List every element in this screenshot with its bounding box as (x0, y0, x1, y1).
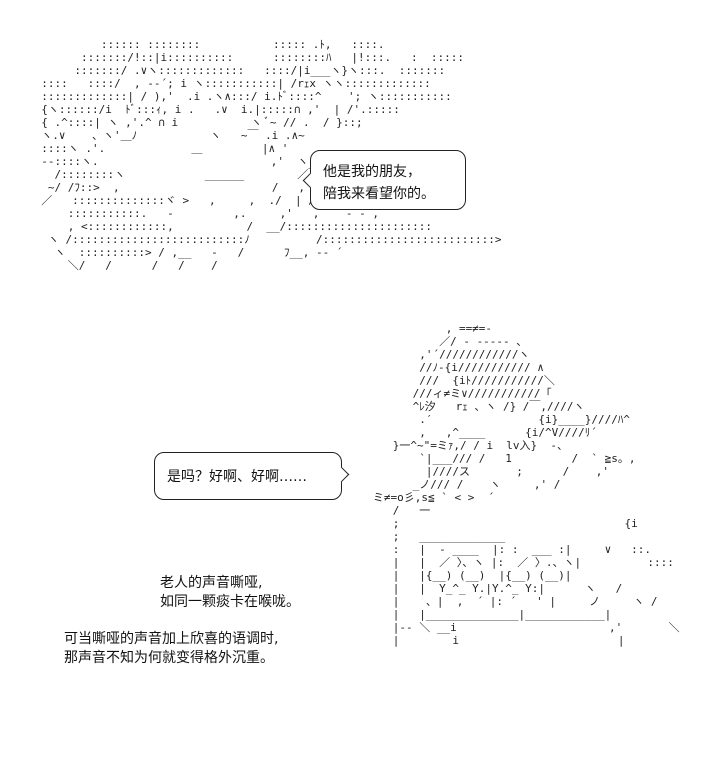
narration-line-2: 如同一颗痰卡在喉咙。 (160, 594, 300, 610)
bubble-line-1: 他是我的朋友， (323, 164, 421, 180)
narration-tone: 可当嘶哑的声音加上欣喜的语调时, 那声音不知为何就变得格外沉重。 (64, 630, 278, 668)
bubble-line-2: 陪我来看望你的。 (323, 186, 435, 202)
narration-line-3: 可当嘶哑的声音加上欣喜的语调时, (64, 631, 279, 647)
narration-line-1: 老人的声音嘶哑, (160, 575, 263, 591)
narration-voice: 老人的声音嘶哑, 如同一颗痰卡在喉咙。 (160, 574, 300, 612)
speech-bubble-friend: 他是我的朋友， 陪我来看望你的。 (310, 150, 466, 210)
ascii-art-old-man: , ==≠=- ／/ - ----- 、 ,'´////////////ヽ //… (372, 322, 680, 647)
bubble-text: 是吗？好啊、好啊…… (167, 469, 307, 485)
ascii-art-young-character: :::::: :::::::: ::::: .ﾄ, ::::. :::::::/… (41, 38, 502, 272)
speech-bubble-old-man: 是吗？好啊、好啊…… (154, 452, 342, 500)
narration-line-4: 那声音不知为何就变得格外沉重。 (64, 650, 274, 666)
